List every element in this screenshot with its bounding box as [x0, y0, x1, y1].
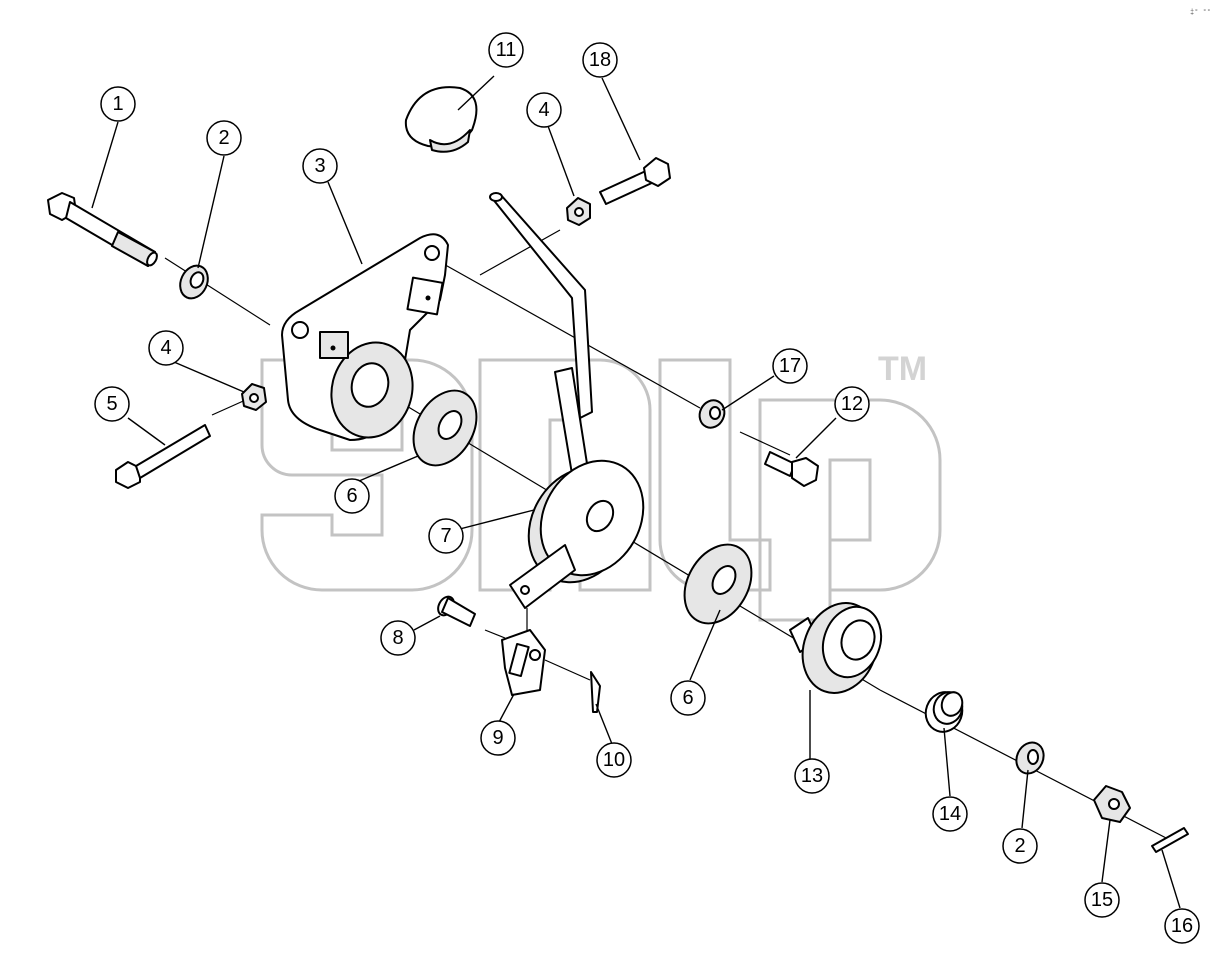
callout-label: 16	[1171, 915, 1193, 937]
callout-14: 14	[932, 796, 968, 832]
callout-label: 1	[112, 93, 123, 115]
lever-rod	[489, 192, 593, 475]
callout-label: 6	[346, 485, 357, 507]
callout-1: 1	[100, 86, 136, 122]
cotter-pin-small	[590, 671, 601, 713]
callout-label: 8	[392, 627, 403, 649]
mounting-plate	[281, 233, 449, 441]
callout-9: 9	[480, 720, 516, 756]
callout-8: 8	[380, 620, 416, 656]
callout-label: 4	[538, 99, 549, 121]
callout-label: 14	[939, 803, 961, 825]
washer-lower-right	[1015, 741, 1045, 775]
callout-label: 3	[314, 155, 325, 177]
clevis-pin	[437, 595, 476, 627]
callout-15: 15	[1084, 882, 1120, 918]
washer-spacer-lower	[683, 543, 753, 625]
callout-5: 5	[94, 386, 130, 422]
callout-4: 4	[148, 330, 184, 366]
callout-label: 9	[492, 727, 503, 749]
washer-upper-left	[179, 264, 209, 300]
callout-label: 11	[496, 39, 517, 61]
clevis	[501, 629, 546, 696]
trademark-symbol: TM	[878, 350, 927, 388]
lever-knob	[404, 86, 478, 153]
castle-nut	[1093, 785, 1131, 823]
bolt-lower-left	[115, 424, 211, 489]
cotter-pin	[1151, 827, 1189, 853]
callout-label: 5	[106, 393, 117, 415]
callout-4b: 4	[526, 92, 562, 128]
callout-17: 17	[772, 348, 808, 384]
callout-16: 16	[1164, 908, 1200, 944]
callout-label: 15	[1091, 889, 1113, 911]
callout-11: 11	[488, 32, 524, 68]
callout-label: 12	[841, 393, 863, 415]
spring	[924, 691, 964, 733]
bolt-small-top	[599, 157, 671, 205]
friction-hub	[789, 602, 883, 694]
callout-18: 18	[582, 42, 618, 78]
watermark: TM	[260, 350, 942, 622]
callout-2: 2	[206, 120, 242, 156]
callout-label: 10	[603, 749, 625, 771]
callout-label: 2	[1014, 835, 1025, 857]
callout-13: 13	[794, 758, 830, 794]
callout-label: 17	[779, 355, 801, 377]
callout-label: 2	[218, 127, 229, 149]
callout-7: 7	[428, 518, 464, 554]
callout-6b: 6	[670, 680, 706, 716]
corner-mark: ‡° °°	[1190, 8, 1211, 17]
callout-label: 7	[440, 525, 451, 547]
callout-label: 6	[682, 687, 693, 709]
callout-10: 10	[596, 742, 632, 778]
callout-label: 18	[589, 49, 611, 71]
nut-top	[566, 197, 591, 226]
callout-2b: 2	[1002, 828, 1038, 864]
callout-label: 13	[801, 765, 823, 787]
washer-spacer-upper	[412, 389, 478, 467]
callout-3: 3	[302, 148, 338, 184]
callout-6: 6	[334, 478, 370, 514]
callout-12: 12	[834, 386, 870, 422]
bolt-short	[764, 451, 819, 487]
leader-lines	[91, 75, 1181, 909]
nut-left	[241, 383, 267, 411]
callout-label: 4	[160, 337, 171, 359]
bolt-long	[47, 192, 158, 267]
lever-hub	[509, 459, 645, 609]
washer-small	[698, 399, 726, 429]
